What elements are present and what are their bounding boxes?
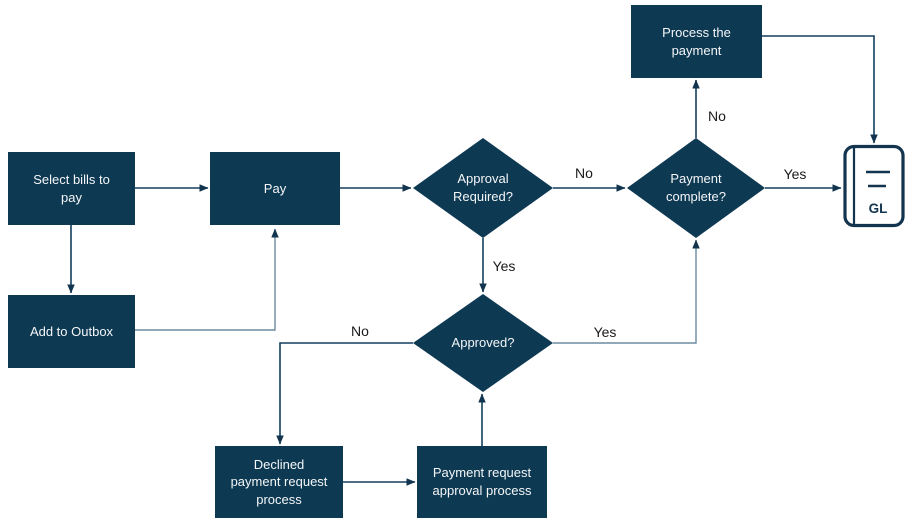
- node-payment-request-approval-process: Payment request approval process: [417, 446, 547, 518]
- edge-label-approved-no: No: [351, 323, 369, 339]
- edge-label-approval-required-yes: Yes: [492, 258, 516, 274]
- edge-process-payment-to-gl: [762, 35, 878, 144]
- decision-payment-complete: [627, 138, 765, 238]
- node-pay: Pay: [210, 152, 340, 225]
- decision-approval-required: [413, 138, 553, 238]
- gl-ledger-label: GL: [869, 201, 888, 216]
- edge-label-approved-yes: Yes: [593, 324, 617, 340]
- node-add-to-outbox: Add to Outbox: [8, 295, 135, 368]
- edge-add-outbox-to-pay: [135, 228, 279, 331]
- edge-approved-no: [276, 342, 413, 445]
- edge-approved-yes: [553, 239, 700, 344]
- gl-ledger-icon: GL: [843, 144, 905, 228]
- edge-label-payment-complete-no: No: [708, 108, 726, 124]
- node-declined-payment-request-process: Declined payment request process: [215, 446, 343, 518]
- decision-approved: [413, 294, 553, 392]
- edge-label-payment-complete-yes: Yes: [783, 166, 807, 182]
- node-select-bills-to-pay: Select bills to pay: [8, 152, 135, 225]
- node-process-the-payment: Process the payment: [631, 5, 762, 78]
- edge-label-approval-required-no: No: [575, 165, 593, 181]
